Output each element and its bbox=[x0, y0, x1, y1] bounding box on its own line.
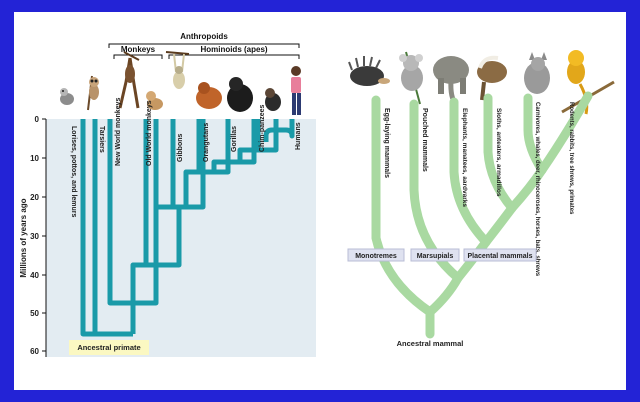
branch-therians bbox=[425, 273, 463, 317]
taxon-label: Egg-laying mammals bbox=[383, 108, 390, 178]
taxon-label: Humans bbox=[295, 122, 302, 150]
branch-monotremes bbox=[371, 95, 435, 317]
primate-taxa-labels: Lorises, pottos, and lemurs Tarsiers New… bbox=[70, 98, 302, 218]
taxon-label: Pouched mammals bbox=[421, 108, 428, 172]
axis-label: Millions of years ago bbox=[19, 198, 28, 277]
figure-frame: Anthropoids Monkeys Hominoids (apes) bbox=[14, 12, 626, 390]
anthropoids-bracket bbox=[108, 43, 300, 48]
branch-sloths bbox=[483, 93, 517, 213]
tarsier-illustration bbox=[87, 75, 99, 111]
marsupials-box bbox=[410, 248, 460, 262]
taxon-label: Carnivores, whales, deer, rhinoceroses, … bbox=[534, 102, 540, 277]
monkeys-bracket bbox=[113, 54, 163, 59]
branch-gorillas bbox=[211, 119, 257, 172]
taxon-label: Elephants, manatees, aardvarks bbox=[461, 108, 468, 207]
group-label: Placental mammals bbox=[468, 253, 533, 260]
monkeys-label: Monkeys bbox=[121, 45, 156, 54]
elephant-illustration bbox=[433, 56, 469, 106]
tick-label: 60 bbox=[30, 347, 39, 356]
mammal-branches bbox=[371, 91, 593, 339]
tick-label: 50 bbox=[30, 309, 39, 318]
spider-monkey-illustration bbox=[118, 51, 140, 109]
echidna-illustration bbox=[348, 56, 390, 86]
macaque-illustration bbox=[146, 91, 163, 110]
lemur-illustration bbox=[60, 88, 74, 105]
taxon-label: Orangutans bbox=[203, 123, 210, 162]
taxon-label: Rodents, rabbits, tree shrews, primates bbox=[568, 102, 574, 215]
group-label: Marsupials bbox=[417, 253, 454, 260]
tick-label: 10 bbox=[30, 154, 39, 163]
placentals-box bbox=[463, 248, 537, 262]
taxon-label: Gorillas bbox=[231, 126, 238, 152]
orangutan-illustration bbox=[196, 82, 222, 109]
axis-ticks: 0 10 20 30 40 50 60 bbox=[30, 115, 46, 356]
taxon-label: Old World monkeys bbox=[146, 100, 153, 166]
human-illustration bbox=[291, 66, 301, 115]
taxon-label: Sloths, anteaters, armadillos bbox=[495, 108, 502, 197]
ancestral-primate-label: Ancestral primate bbox=[77, 343, 140, 352]
tick-label: 20 bbox=[30, 193, 39, 202]
branch-humans bbox=[263, 119, 295, 142]
phylogeny-figure: Anthropoids Monkeys Hominoids (apes) bbox=[19, 32, 615, 357]
tick-label: 0 bbox=[35, 115, 40, 124]
tick-label: 30 bbox=[30, 232, 39, 241]
branch-rodents bbox=[537, 91, 593, 175]
koala-illustration bbox=[399, 51, 423, 105]
anteater-illustration bbox=[477, 55, 507, 101]
wolf-illustration bbox=[524, 52, 550, 94]
hominoids-bracket bbox=[168, 54, 300, 59]
monotremes-box bbox=[347, 248, 405, 262]
primate-branches bbox=[80, 119, 295, 337]
mammal-taxa-labels: Egg-laying mammals Pouched mammals Eleph… bbox=[383, 102, 574, 277]
branch-carnivores bbox=[523, 93, 547, 175]
branch-apes-stem bbox=[133, 207, 182, 268]
ancestral-primate-box bbox=[69, 340, 149, 355]
branch-lemurs bbox=[80, 119, 133, 337]
taxon-label: Chim-panzees bbox=[259, 104, 266, 152]
taxon-label: Lorises, pottos, and lemurs bbox=[70, 126, 77, 218]
taxon-label: Gibbons bbox=[177, 134, 184, 162]
taxon-label: New World monkeys bbox=[115, 98, 122, 166]
group-label: Monotremes bbox=[355, 253, 397, 260]
taxon-label: Tarsiers bbox=[98, 126, 105, 153]
tick-label: 40 bbox=[30, 271, 39, 280]
anthropoids-label: Anthropoids bbox=[180, 32, 228, 41]
branch-elephants bbox=[449, 97, 491, 247]
branch-boreo bbox=[481, 203, 517, 247]
hominoids-label: Hominoids (apes) bbox=[200, 45, 267, 54]
chimpanzee-illustration bbox=[265, 88, 281, 111]
gibbon-illustration bbox=[165, 51, 190, 89]
branch-marsupials bbox=[409, 99, 463, 283]
ancestral-mammal-label: Ancestral mammal bbox=[397, 339, 464, 348]
gorilla-illustration bbox=[227, 77, 253, 112]
